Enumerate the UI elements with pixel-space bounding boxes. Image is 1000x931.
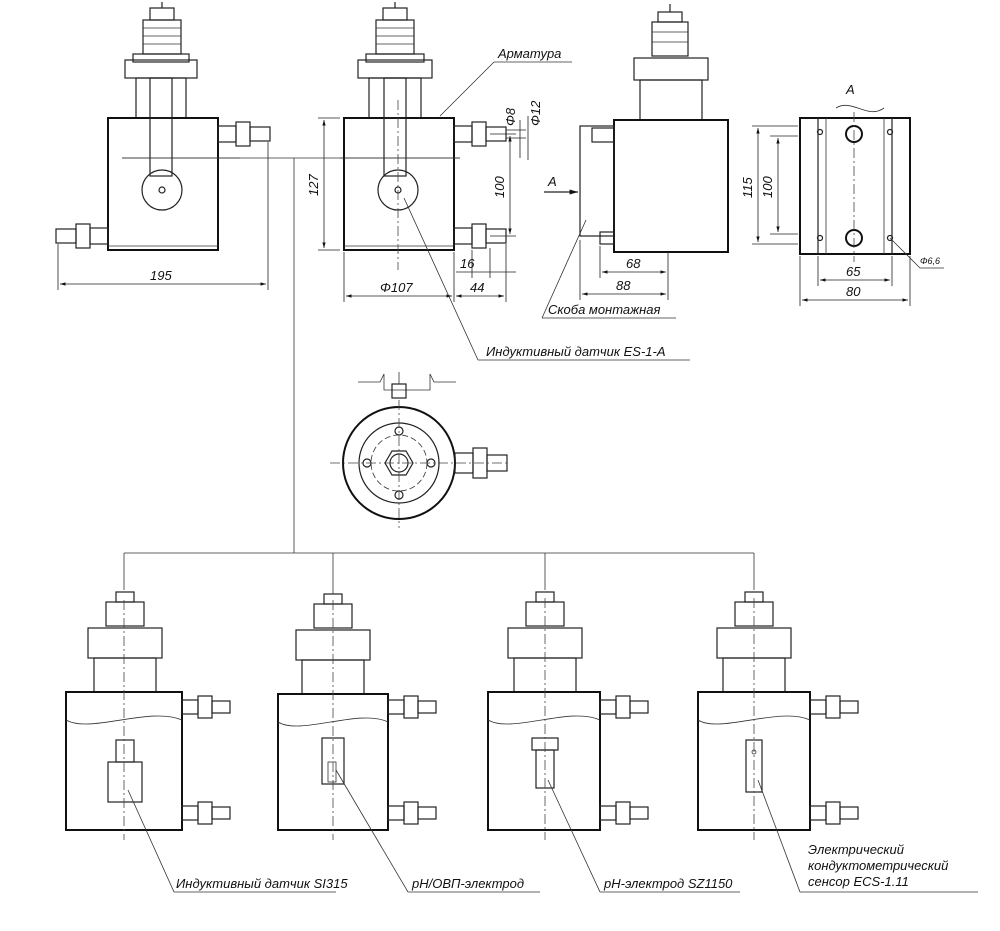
connector-lines [122,157,755,594]
dim-hole: Φ6,6 [920,256,940,266]
dim-68: 68 [626,256,641,271]
top-view [330,372,510,528]
dim-100: 100 [492,176,507,198]
dim-phi8: Φ8 [503,107,518,126]
label-es1a: Индуктивный датчик ES-1-A [486,344,666,359]
dim-115: 115 [740,177,755,198]
label-armatura: Арматура [497,46,561,61]
bracket-view-a: А 115 100 65 80 Φ6,6 [740,82,944,306]
dim-44: 44 [470,280,484,295]
dim-100b: 100 [760,176,775,198]
variant-ecs: Электрический кондуктометрический сенсор… [697,591,978,893]
label-si315: Индуктивный датчик SI315 [176,876,348,891]
dim-phi12: Φ12 [528,100,543,126]
dim-127: 127 [306,174,321,196]
label-ecs-line1: Электрический [808,842,904,857]
label-ecs-line2: кондуктометрический [808,858,948,873]
dim-phi107: Φ107 [380,280,413,295]
dim-65: 65 [846,264,861,279]
label-ph-ovp: pH/ОВП-электрод [411,876,524,891]
side-view: А 68 88 Скоба монтажная [541,4,729,319]
label-ecs-line3: сенсор ECS-1.11 [808,874,909,889]
arrow-a: А [547,174,557,189]
label-skoba: Скоба монтажная [548,302,660,317]
section-view-left: 195 [55,2,271,290]
dim-88: 88 [616,278,631,293]
label-ph-sz1150: pH-электрод SZ1150 [603,876,733,891]
dim-195: 195 [150,268,172,283]
dim-80: 80 [846,284,861,299]
view-a-label: А [845,82,855,97]
variant-si315: Индуктивный датчик SI315 [65,591,348,893]
variant-ph-sz1150: pH-электрод SZ1150 [487,591,740,893]
dim-16: 16 [460,256,475,271]
variant-ph-ovp: pH/ОВП-электрод [277,593,540,893]
